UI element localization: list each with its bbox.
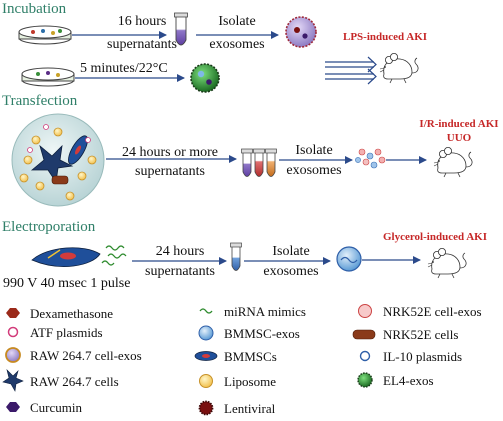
section-title-transfection: Transfection xyxy=(2,93,78,109)
il10-plasmid-icon xyxy=(359,350,371,362)
legend-label: BMMSCs xyxy=(224,349,277,364)
transfection-section xyxy=(11,113,473,207)
dexamethasone-icon xyxy=(6,308,20,318)
exosome-icon xyxy=(285,16,317,48)
liposome-icon xyxy=(199,374,213,388)
nrk52e-exos-icon xyxy=(358,304,372,318)
electroporation-condition: 990 V 40 msec 1 pulse xyxy=(3,276,131,291)
raw-exos-icon xyxy=(5,347,21,363)
legend-label: Curcumin xyxy=(30,400,82,415)
el4-exosome-icon xyxy=(190,63,220,93)
exosome-mix-icon xyxy=(355,148,386,169)
centrifuge-tubes-icon xyxy=(241,148,277,177)
transfection-step2-top: Isolate xyxy=(295,143,333,158)
incubation-step2-top: Isolate xyxy=(218,14,256,29)
legend-label: Lentiviral xyxy=(224,401,276,416)
legend-label: Liposome xyxy=(224,374,276,389)
incubation-step1-top: 16 hours xyxy=(117,14,167,29)
incubation-step2-bottom: exosomes xyxy=(209,37,265,52)
model-label-uuo: UUO xyxy=(446,132,472,144)
model-label-ir: I/R-induced AKI xyxy=(419,118,499,130)
mouse-icon xyxy=(427,247,467,279)
model-label-glycerol: Glycerol-induced AKI xyxy=(383,231,487,243)
legend-label: BMMSC-exos xyxy=(224,326,300,341)
incubation-step1-bottom: supernatants xyxy=(107,37,177,52)
bmmsc-exos-icon xyxy=(198,325,214,341)
mouse-icon xyxy=(379,52,419,84)
electroporation-step1-bottom: supernatants xyxy=(145,264,215,279)
transfection-step1-top: 24 hours or more xyxy=(121,145,219,160)
centrifuge-tube-icon xyxy=(174,12,188,46)
bmmsc-exosome-icon xyxy=(336,246,362,272)
section-title-electroporation: Electroporation xyxy=(2,219,96,235)
legend-label: Dexamethasone xyxy=(30,306,114,321)
electroporation-section xyxy=(31,242,467,279)
model-label-lps: LPS-induced AKI xyxy=(343,31,428,43)
legend-label: RAW 264.7 cell-exos xyxy=(30,348,142,363)
electroporation-step2-top: Isolate xyxy=(272,244,310,259)
nrk52e-cell-icon xyxy=(352,329,376,340)
petri-dish-icon xyxy=(21,67,75,87)
legend-label: IL-10 plasmids xyxy=(383,349,463,364)
raw-cell-icon xyxy=(2,369,24,392)
atf-plasmid-icon xyxy=(7,326,19,338)
legend-label: RAW 264.7 cells xyxy=(30,374,119,389)
transfected-cells-icon xyxy=(11,113,105,207)
electroporation-step2-bottom: exosomes xyxy=(263,264,319,279)
transfection-step1-bottom: supernatants xyxy=(135,164,205,179)
incubation-step3: 5 minutes/22°C xyxy=(80,61,168,76)
mirna-icon xyxy=(199,308,213,314)
bmmsc-mirna-icon xyxy=(31,245,127,267)
legend-icons xyxy=(2,304,376,416)
legend-label: NRK52E cells xyxy=(383,327,459,342)
section-title-incubation: Incubation xyxy=(2,1,67,17)
bmmsc-cell-icon xyxy=(194,351,218,361)
legend-label: ATF plasmids xyxy=(30,325,103,340)
legend-label: EL4-exos xyxy=(383,373,434,388)
double-arrow-icon xyxy=(325,56,377,85)
curcumin-icon xyxy=(6,402,20,412)
el4-exos-icon xyxy=(357,372,373,388)
legend-label: miRNA mimics xyxy=(224,304,306,319)
transfection-step2-bottom: exosomes xyxy=(286,163,342,178)
mouse-icon xyxy=(433,146,473,178)
incubation-section xyxy=(18,12,419,93)
centrifuge-tube-icon xyxy=(230,242,242,271)
lentiviral-icon xyxy=(198,400,214,416)
electroporation-step1-top: 24 hours xyxy=(155,244,205,259)
legend-label: NRK52E cell-exos xyxy=(383,304,482,319)
petri-dish-icon xyxy=(18,25,72,45)
